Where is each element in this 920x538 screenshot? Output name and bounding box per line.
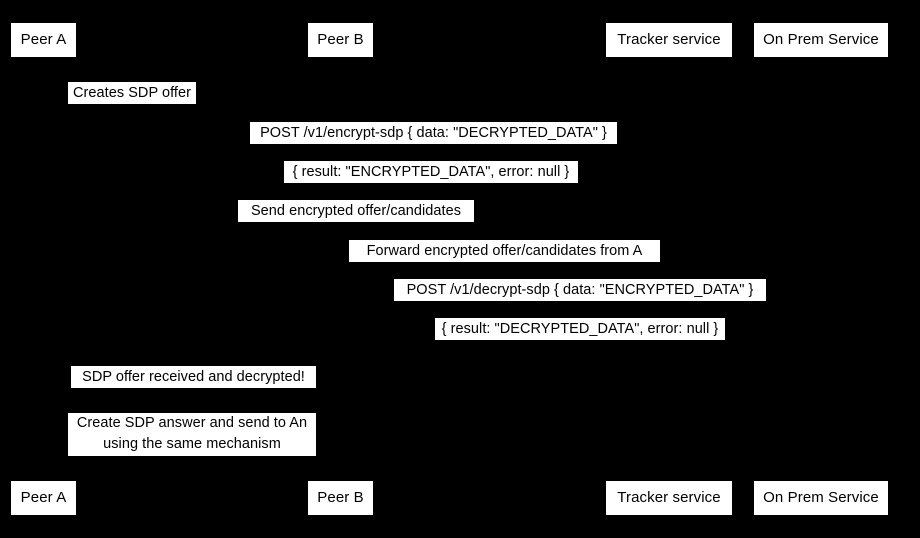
- message-label-sdp-offer-received: SDP offer received and decrypted!: [71, 366, 316, 388]
- lifeline-on-prem-service: [821, 58, 822, 480]
- arrow-forward-encrypted-offer: [340, 262, 669, 263]
- message-label-encrypt-sdp-result: { result: "ENCRYPTED_DATA", error: null …: [284, 161, 578, 183]
- arrow-create-sdp-answer: [43, 456, 83, 457]
- arrow-sdp-offer-received: [43, 388, 83, 389]
- message-label-forward-encrypted-offer: Forward encrypted offer/candidates from …: [349, 240, 660, 262]
- lifeline-peer-a: [43, 58, 44, 480]
- message-label-create-sdp-answer: Create SDP answer and send to An using t…: [68, 413, 316, 456]
- message-label-post-decrypt-sdp: POST /v1/decrypt-sdp { data: "ENCRYPTED_…: [394, 279, 766, 301]
- participant-footer-on-prem-service[interactable]: On Prem Service: [753, 480, 889, 516]
- arrow-encrypt-sdp-result: [43, 183, 669, 184]
- participant-header-on-prem-service[interactable]: On Prem Service: [753, 22, 889, 58]
- participant-footer-tracker-service[interactable]: Tracker service: [605, 480, 733, 516]
- participant-header-tracker-service[interactable]: Tracker service: [605, 22, 733, 58]
- message-label-decrypt-sdp-result: { result: "DECRYPTED_DATA", error: null …: [435, 318, 725, 340]
- lifeline-peer-b: [340, 58, 341, 480]
- arrow-creates-sdp-offer: [43, 104, 83, 105]
- message-label-post-encrypt-sdp: POST /v1/encrypt-sdp { data: "DECRYPTED_…: [250, 122, 617, 144]
- participant-footer-peer-b[interactable]: Peer B: [307, 480, 374, 516]
- message-label-send-encrypted-offer: Send encrypted offer/candidates: [238, 200, 474, 222]
- participant-header-peer-b[interactable]: Peer B: [307, 22, 374, 58]
- arrow-post-encrypt-sdp: [43, 144, 669, 145]
- arrow-post-decrypt-sdp: [340, 301, 821, 302]
- arrow-decrypt-sdp-result: [340, 340, 821, 341]
- lifeline-tracker-service: [669, 58, 670, 480]
- participant-header-peer-a[interactable]: Peer A: [10, 22, 77, 58]
- participant-footer-peer-a[interactable]: Peer A: [10, 480, 77, 516]
- arrow-send-encrypted-offer: [43, 222, 669, 223]
- message-label-creates-sdp-offer: Creates SDP offer: [68, 82, 196, 104]
